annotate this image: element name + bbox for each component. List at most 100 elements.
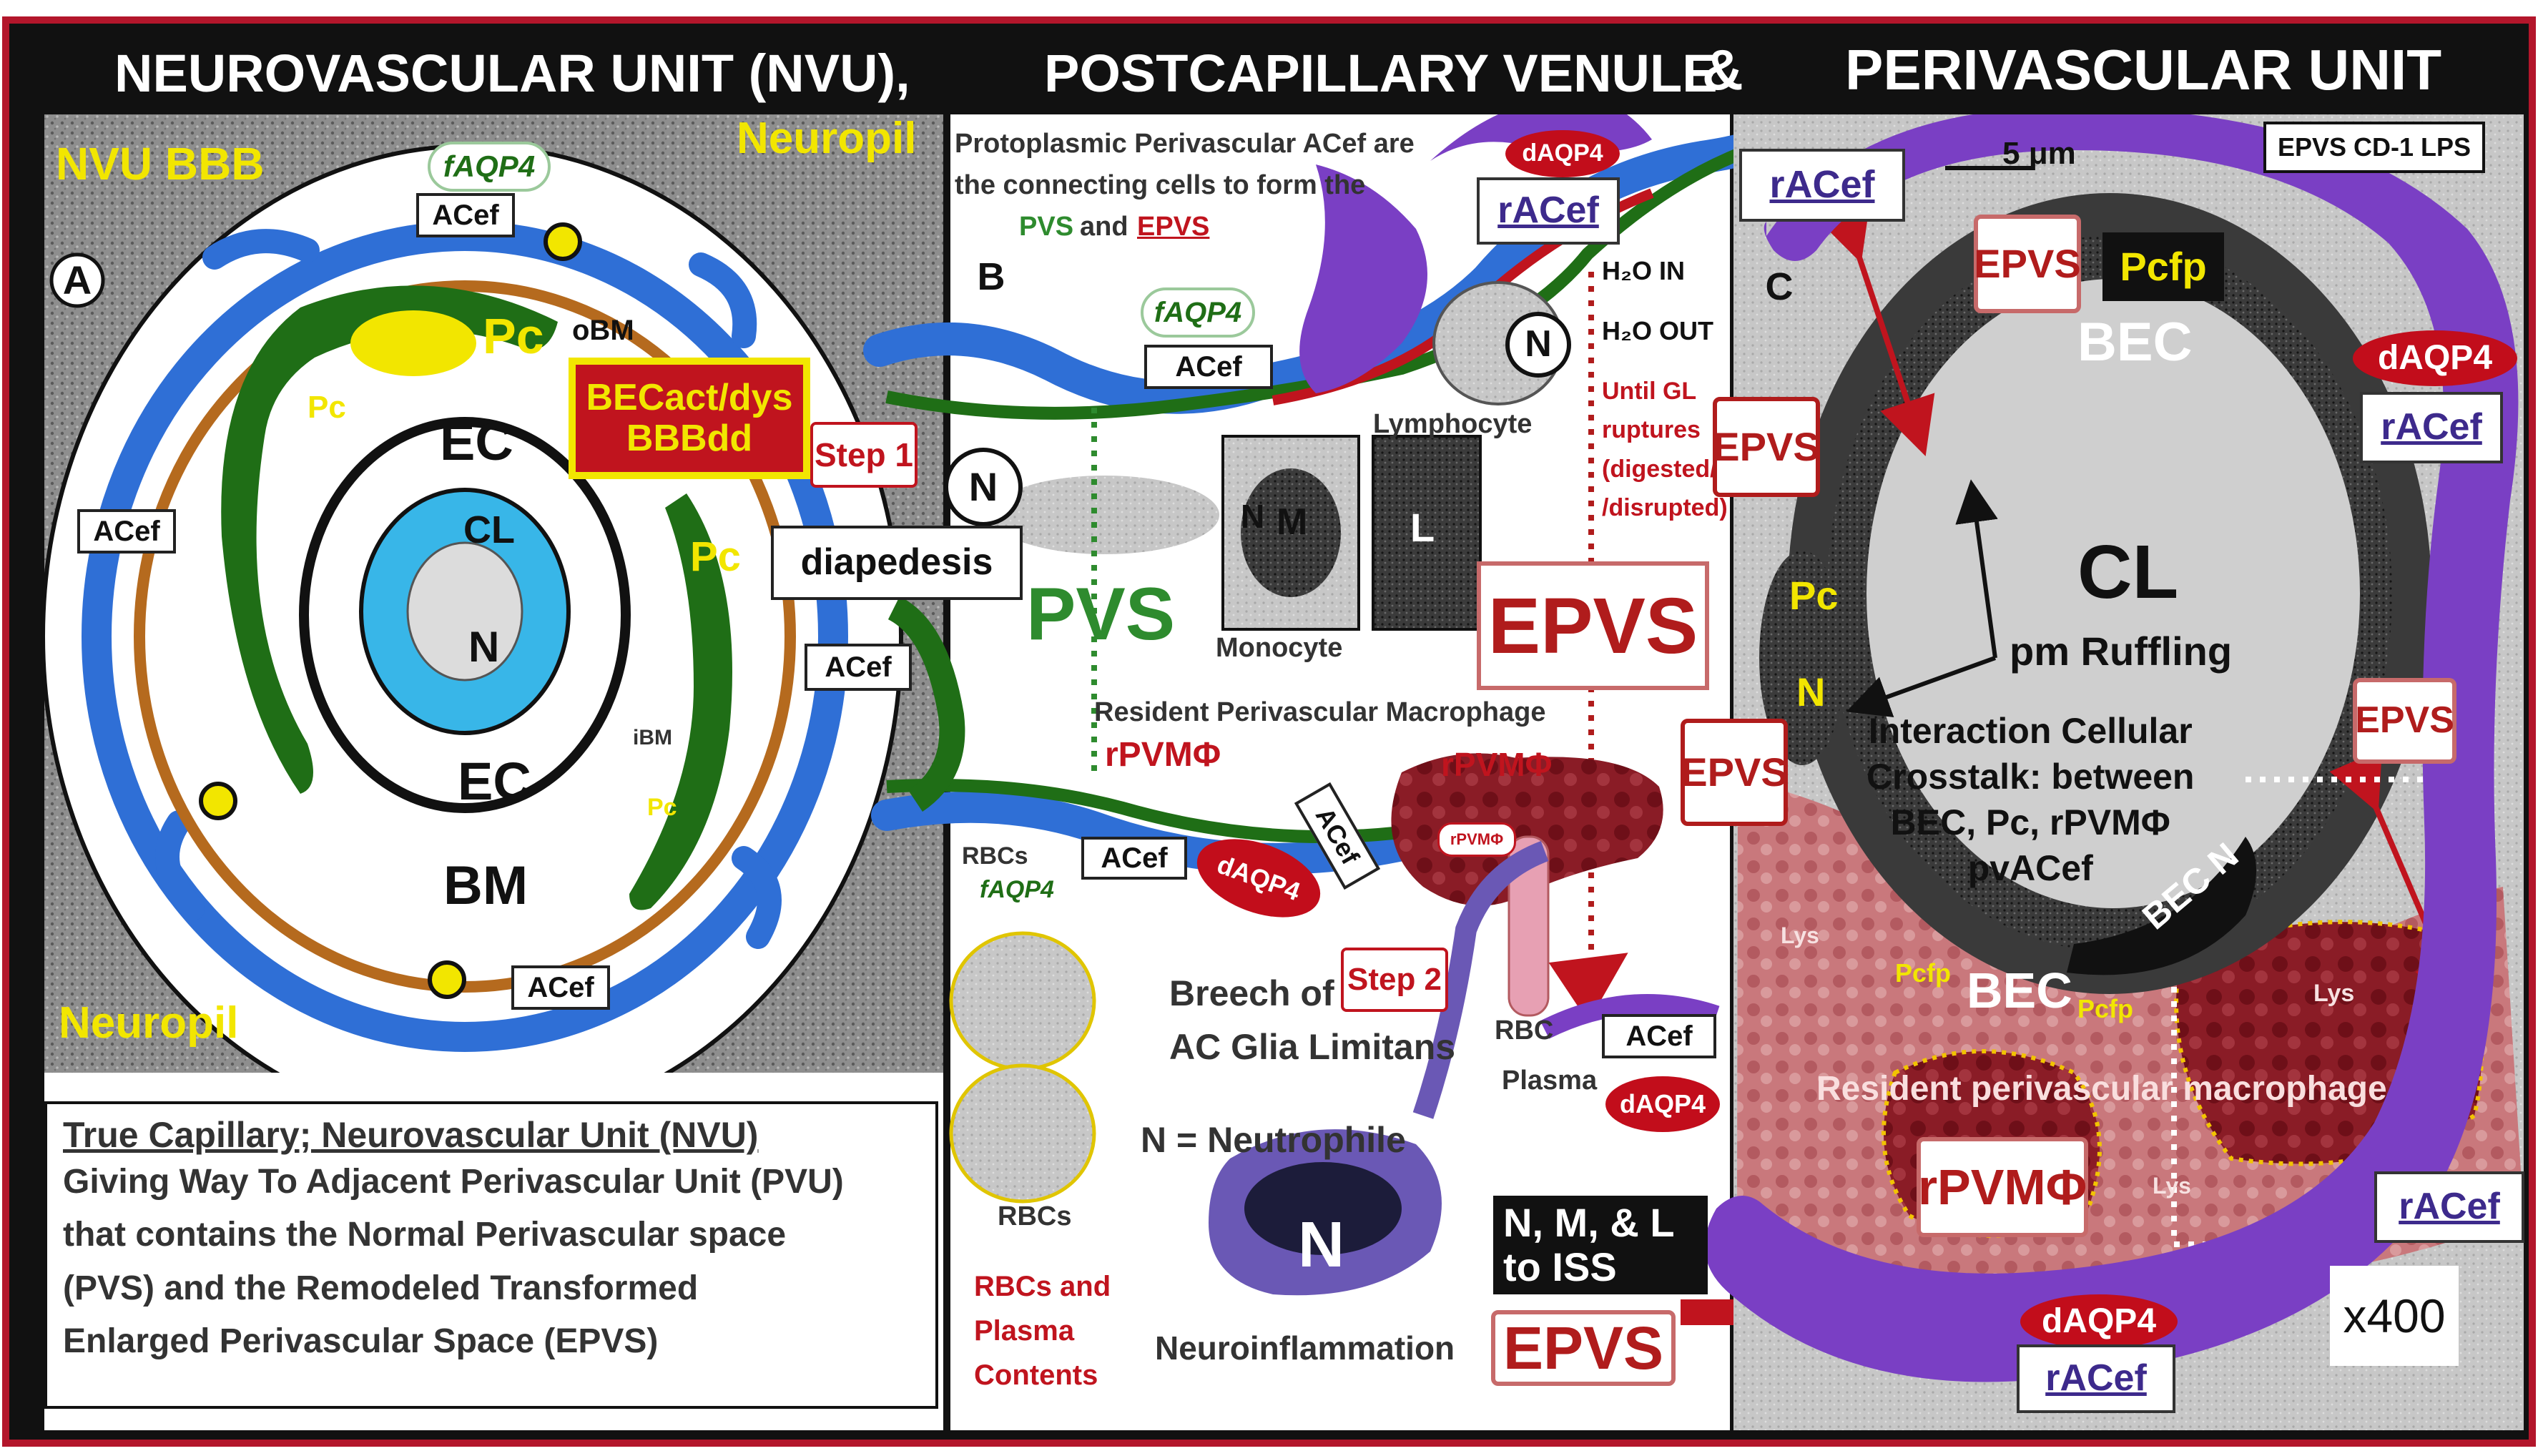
rbcs-contents-text: RBCs and Plasma Contents (974, 1264, 1111, 1397)
caption-line: that contains the Normal Perivascular sp… (63, 1216, 787, 1254)
daqp4-top-b: dAQP4 (1505, 130, 1620, 177)
panel-a-letter-circle (49, 252, 105, 308)
until-line: /disrupted) (1602, 494, 1728, 522)
intro-and: and (1080, 212, 1128, 242)
n-label-c: N (1796, 669, 1826, 714)
title-amp: & (1702, 38, 1743, 102)
h2o-in-label: H₂O IN (1602, 256, 1685, 285)
daqp4-bottom-c: dAQP4 (2020, 1294, 2178, 1349)
title-bar (13, 27, 2525, 114)
panel-c-letter: C (1765, 265, 1794, 309)
pcfp-label-c: Pcfp (2102, 232, 2224, 301)
pc-big-label: Pc (483, 308, 544, 364)
pericyte-left (221, 285, 558, 794)
rbc-plasma-line1: RBC (1495, 1015, 1554, 1046)
bec-nucleus (2067, 837, 2256, 975)
pericyte-right (629, 493, 732, 910)
resident-macrophage-label: Resident Perivascular Macrophage (1094, 697, 1546, 727)
until-line: Until GL (1602, 378, 1697, 405)
nml-line2: to ISS (1503, 1244, 1617, 1289)
lymphocyte-label: Lymphocyte (1373, 409, 1533, 439)
diapedesis-label: diapedesis (771, 526, 1023, 600)
interaction-line: pvACef (1967, 848, 2093, 888)
rbc-plasma-line2: Plasma (1502, 1066, 1598, 1096)
yellow-dot (543, 222, 582, 261)
panel-a-letter: A (62, 257, 92, 303)
rbcs-contents-line: RBCs and (974, 1271, 1111, 1302)
rpvm-left-label: rPVMΦ (1105, 736, 1221, 774)
title-venule: POSTCAPILLARY VENULE (1044, 44, 1718, 103)
rbc-group (949, 1063, 1096, 1204)
daqp4-bottom-b: dAQP4 (1605, 1076, 1720, 1132)
resident-macrophage-c: Resident perivascular macrophage (1816, 1070, 2387, 1108)
rbc-cluster (990, 476, 1219, 554)
rbcs-top-label: RBCs (962, 842, 1028, 870)
header-label-c: EPVS CD-1 LPS (2263, 122, 2485, 173)
n-circle-a: N (944, 448, 1023, 526)
rbc-group (949, 931, 1096, 1071)
n-big-label: N (1298, 1209, 1344, 1281)
acef-top-b: ACef (1144, 345, 1273, 389)
caption-heading: True Capillary; Neurovascular Unit (NVU) (63, 1115, 759, 1155)
x400-label: x400 (2330, 1266, 2459, 1366)
rpvm-right-label: rPVMΦ (1441, 746, 1553, 783)
becact-box: BECact/dys BBBdd (569, 358, 810, 479)
acef-bottom-b: ACef (1602, 1014, 1716, 1058)
l-label: L (1410, 505, 1435, 550)
epvs-right-c: EPVS (2353, 678, 2456, 764)
intro-line2: the connecting cells to form the (955, 170, 1366, 200)
caption-line: Enlarged Perivascular Space (EPVS) (63, 1322, 659, 1361)
lys-right-label: Lys (2313, 980, 2355, 1007)
nml-line1: N, M, & L (1503, 1200, 1675, 1246)
caption-line: Giving Way To Adjacent Perivascular Unit… (63, 1163, 844, 1201)
rpvm-macrophage (1391, 753, 1663, 906)
acef-lower-b: ACef (1081, 837, 1187, 880)
n-small-label: N (1241, 498, 1265, 535)
monocyte-label: Monocyte (1216, 633, 1343, 663)
title-perivascular: PERIVASCULAR UNIT (1845, 38, 2442, 102)
epvs-bottom-b: EPVS (1491, 1310, 1676, 1386)
interaction-line: Crosstalk: between (1866, 757, 2195, 797)
faqp4-label: fAQP4 (428, 142, 551, 192)
rpvm-small-label: rPVMΦ (1437, 822, 1516, 857)
interaction-line: BEC, Pc, rPVMΦ (1890, 802, 2170, 842)
pvs-label: PVS (1026, 573, 1176, 656)
acef-label-bottom: ACef (511, 965, 610, 1010)
title-nvu: NEUROVASCULAR UNIT (NVU), (114, 44, 910, 103)
epvs-mid-b: EPVS (1681, 719, 1788, 826)
yellow-dot (199, 782, 237, 820)
until-gl-text: Until GL ruptures (digested/ /disrupted) (1602, 372, 1728, 528)
caption-line: (PVS) and the Remodeled Transformed (63, 1269, 699, 1307)
rbcs-contents-line: Contents (974, 1359, 1098, 1391)
ibm-label: iBM (633, 726, 672, 749)
rpvm-label-c: rPVMΦ (1917, 1137, 2088, 1237)
step1-label: Step 1 (810, 422, 918, 488)
intro-pvs: PVS (1019, 212, 1074, 242)
racef-ring (1705, 107, 2519, 1382)
acef-label-right: ACef (805, 644, 912, 691)
neuropil-top-label: Neuropil (737, 114, 917, 163)
faqp4-b: fAQP4 (1141, 287, 1255, 338)
acef-label-left: ACef (77, 509, 176, 554)
h2o-out-label: H₂O OUT (1602, 316, 1713, 345)
racef-upper (1299, 164, 1427, 393)
n-circle-b: N (1505, 312, 1571, 378)
ec-top-label: EC (440, 412, 513, 471)
epvs-top-c: EPVS (1974, 215, 2081, 313)
pcfp-low-right: Pcfp (2077, 994, 2134, 1023)
breech-line2: AC Glia Limitans (1169, 1027, 1456, 1067)
pcfp-low-left: Pcfp (1895, 958, 1952, 988)
rbcs-contents-line: Plasma (974, 1315, 1075, 1347)
neutrophile-label: N = Neutrophile (1141, 1120, 1406, 1160)
racef-bottom-c: rACef (2017, 1344, 2175, 1413)
until-line: (digested/ (1602, 455, 1717, 483)
racef-top-b: rACef (1477, 177, 1620, 245)
m-label: M (1277, 501, 1308, 543)
interaction-text: Interaction Cellular Crosstalk: between … (1866, 708, 2194, 891)
cl-label-c: CL (2077, 530, 2179, 614)
bm-label: BM (443, 855, 528, 916)
lymphocyte-image (1372, 435, 1482, 631)
caption-box: True Capillary; Neurovascular Unit (NVU)… (44, 1101, 938, 1409)
n-label: N (468, 623, 500, 671)
